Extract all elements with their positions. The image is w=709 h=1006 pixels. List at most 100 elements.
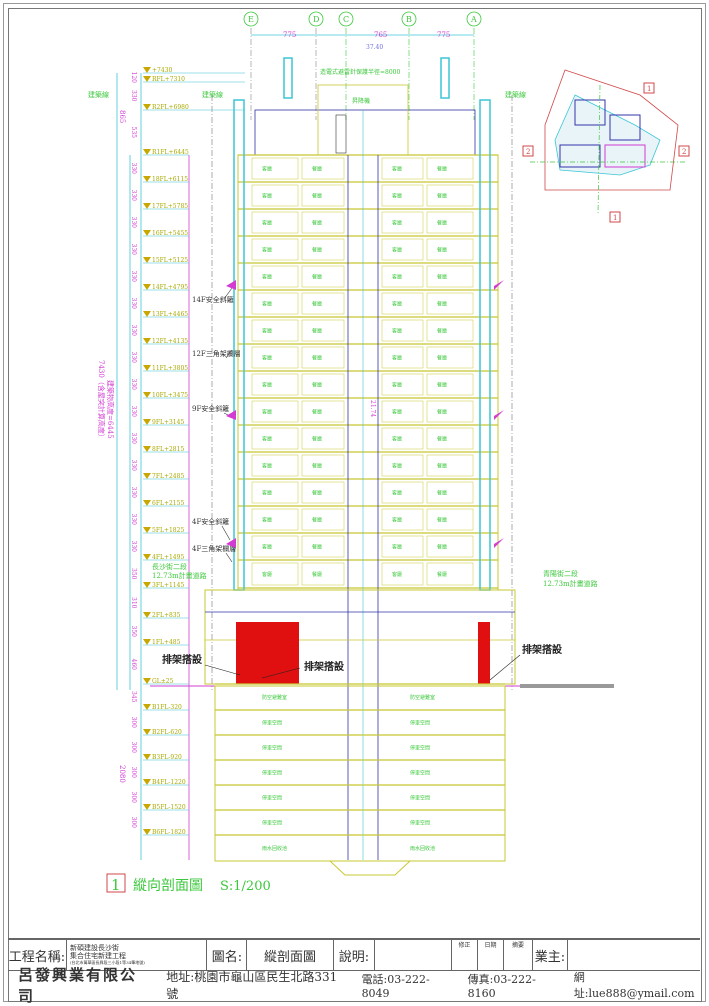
- level-gap-dim: 345: [130, 691, 137, 703]
- room: [251, 319, 299, 342]
- note-4f: 4F安全斜籬: [192, 517, 229, 526]
- project-line-2: 集合住宅新建工程: [70, 952, 126, 960]
- level-marker-icon: [143, 176, 151, 182]
- level-label: B4FL-1220: [152, 779, 186, 786]
- room-label: 停車空間: [262, 795, 282, 802]
- room: [251, 292, 299, 315]
- room: [301, 481, 345, 504]
- room-label: 餐廳: [437, 517, 447, 524]
- room-label: 客廳: [262, 274, 272, 281]
- room: [251, 427, 299, 450]
- grid-bubble: [466, 11, 482, 27]
- level-gap-dim: 330: [130, 406, 137, 418]
- room-label: 餐廳: [437, 463, 447, 470]
- level-marker-icon: [143, 612, 151, 618]
- room-label: 餐廳: [437, 409, 447, 416]
- room-label: 客廳: [392, 382, 402, 389]
- room-label: 防空避難室: [410, 694, 435, 701]
- room-label: 餐廳: [312, 463, 322, 470]
- room-label: 客廳: [392, 436, 402, 443]
- cut-1-top: 1: [647, 85, 651, 93]
- level-marker-icon: [143, 149, 151, 155]
- level-gap-dim: 330: [130, 163, 137, 175]
- level-gap-dim: 120: [130, 72, 137, 84]
- roof-outline: [254, 109, 476, 156]
- room: [426, 562, 474, 586]
- level-label: 17FL+5785: [152, 203, 188, 210]
- note-12f: 12F三角架欄層: [192, 349, 241, 358]
- level-marker-icon: [143, 729, 151, 735]
- room: [251, 238, 299, 261]
- room-label: 餐廳: [437, 166, 447, 173]
- level-gap-dim: 330: [130, 271, 137, 283]
- level-label: B1FL-320: [152, 704, 182, 711]
- building-line-mid: 建築線: [202, 90, 223, 99]
- room-label: 餐廳: [437, 571, 447, 578]
- level-label: 12FL+4135: [152, 338, 188, 345]
- room: [251, 157, 299, 180]
- room-label: 餐廳: [312, 490, 322, 497]
- room: [251, 346, 299, 369]
- level-label: 11FL+3805: [152, 365, 188, 372]
- room-label: 餐廳: [437, 436, 447, 443]
- level-label: 7FL+2485: [152, 473, 184, 480]
- room: [301, 562, 345, 586]
- tower-floors: 客廳餐廳客廳餐廳客廳餐廳客廳餐廳客廳餐廳客廳餐廳客廳餐廳客廳餐廳客廳餐廳客廳餐廳…: [238, 154, 498, 589]
- level-label: 16FL+5455: [152, 230, 188, 237]
- room: [251, 535, 299, 558]
- room: [301, 454, 345, 477]
- roof-height-dim: 865: [118, 110, 126, 123]
- title-block-row: 工程名稱: 新碩建設長沙街 集合住宅新建工程 (台北市萬華區長興段三小段1等34…: [8, 940, 700, 971]
- level-label: 1FL+485: [152, 639, 181, 646]
- level-gap-dim: 330: [130, 433, 137, 445]
- room-label: 客廳: [262, 355, 272, 362]
- rev-header-2: 日期: [478, 940, 504, 970]
- project-line-1: 新碩建設長沙街: [70, 944, 119, 952]
- room: [381, 400, 424, 423]
- scaffold-label-1: 排架搭設: [162, 653, 203, 666]
- scaffold-block-left: [236, 622, 299, 684]
- room-label: 客廳: [392, 220, 402, 227]
- drawing-name: 縱向剖面圖: [133, 878, 203, 894]
- room-label: 客廳: [392, 571, 402, 578]
- road-right-width: 12.73m計畫道路: [543, 579, 598, 588]
- room: [426, 319, 474, 342]
- room-label: 客廳: [392, 544, 402, 551]
- span-2: 765: [374, 31, 387, 39]
- note-label: 說明:: [334, 940, 375, 970]
- level-marker-icon: [143, 500, 151, 506]
- scaffold-top: [283, 57, 293, 99]
- room-label: 餐廳: [437, 328, 447, 335]
- room-label: 餐廳: [437, 544, 447, 551]
- room-label: 雨水回收池: [410, 845, 435, 852]
- level-marker-icon: [143, 704, 151, 710]
- road-right-name: 青陽街二段: [543, 569, 578, 578]
- room-label: 餐廳: [312, 571, 322, 578]
- level-gap-dim: 330: [130, 325, 137, 337]
- scaffold-label-2: 排架搭設: [304, 660, 345, 673]
- room-label: 餐廳: [312, 517, 322, 524]
- level-gap-dim: 300: [130, 767, 137, 779]
- room-label: 客廳: [262, 544, 272, 551]
- level-gap-dim: 330: [130, 514, 137, 526]
- room-label: 餐廳: [437, 274, 447, 281]
- note-9f: 9F安全斜籬: [192, 404, 229, 413]
- room-label: 客廳: [262, 517, 272, 524]
- room-label: 餐廳: [312, 382, 322, 389]
- room: [426, 346, 474, 369]
- room: [381, 346, 424, 369]
- room: [251, 508, 299, 531]
- room-label: 餐廳: [437, 301, 447, 308]
- room-label: 餐廳: [437, 355, 447, 362]
- room-label: 客廳: [262, 382, 272, 389]
- scaffold-right: [479, 99, 491, 591]
- room: [426, 535, 474, 558]
- level-marker-icon: [143, 203, 151, 209]
- room: [426, 481, 474, 504]
- level-marker-icon: [143, 67, 151, 73]
- room-label: 客廳: [262, 166, 272, 173]
- room-label: 客廳: [262, 490, 272, 497]
- drawing-name-cell: 縱剖面圖: [247, 940, 334, 970]
- roof-stair: [335, 114, 347, 154]
- project-name-cell: 新碩建設長沙街 集合住宅新建工程 (台北市萬華區長興段三小段1等34筆地號): [67, 940, 207, 970]
